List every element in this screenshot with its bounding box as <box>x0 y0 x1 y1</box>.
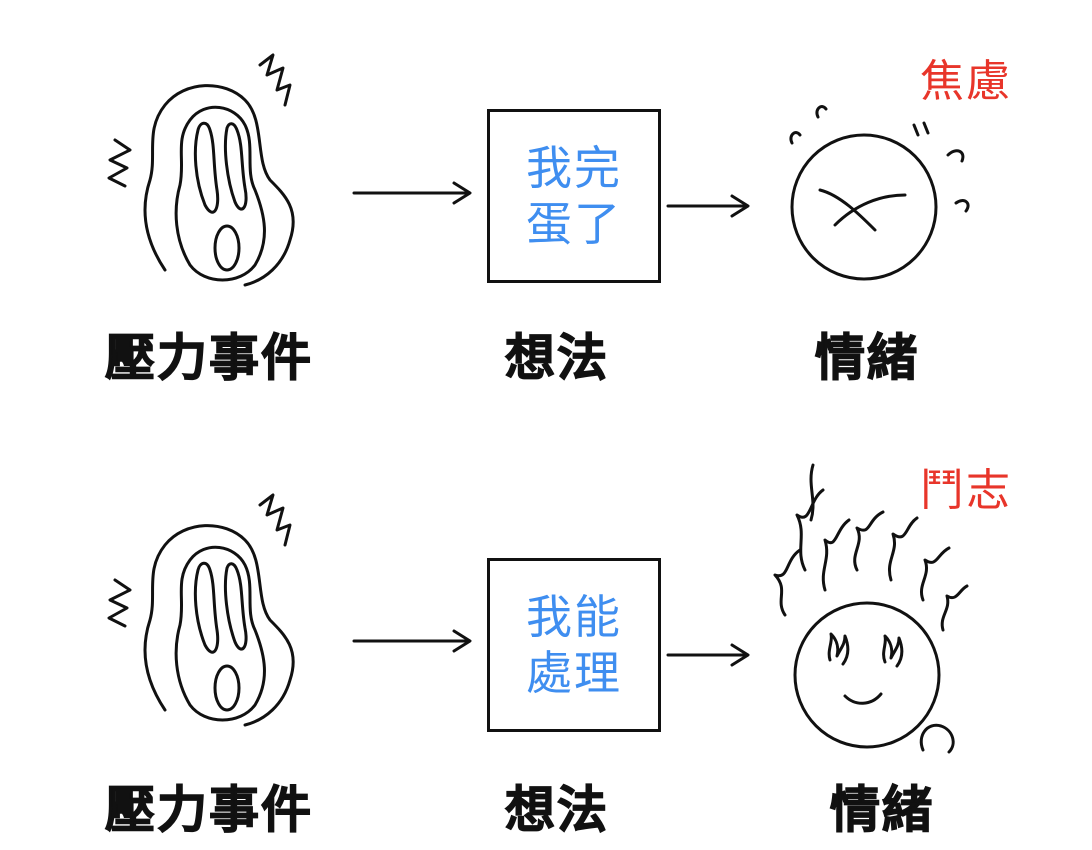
emotion-tag: 焦慮 <box>920 56 1012 107</box>
thought-line: 處理 <box>526 646 622 700</box>
thought-line: 蛋了 <box>526 197 622 251</box>
thought-line: 我能 <box>526 590 622 644</box>
thought-label: 想法 <box>504 328 609 387</box>
arrow-right-icon <box>666 643 750 667</box>
thought-line: 我完 <box>526 141 622 195</box>
thought-box: 我完 蛋了 <box>487 109 661 283</box>
thought-box: 我能 處理 <box>487 558 661 732</box>
arrow-right-icon <box>352 629 472 653</box>
event-label: 壓力事件 <box>104 328 313 387</box>
stressed-figure-icon <box>107 493 295 727</box>
emotion-label: 情緒 <box>814 328 919 387</box>
row-anxiety: 壓力事件 我完 蛋了 想法 情緒 <box>0 0 1092 420</box>
arrow-right-icon <box>666 194 750 218</box>
arrow-right-icon <box>352 181 472 205</box>
emotion-label: 情緒 <box>829 780 934 839</box>
stressed-figure-icon <box>107 53 295 287</box>
row-fighting-spirit: 壓力事件 我能 處理 想法 <box>0 430 1092 850</box>
emotion-tag: 鬥志 <box>920 465 1012 516</box>
thought-label: 想法 <box>504 780 609 839</box>
fired-up-face-icon <box>773 463 969 754</box>
event-label: 壓力事件 <box>104 780 313 839</box>
anxious-face-icon <box>789 105 970 281</box>
